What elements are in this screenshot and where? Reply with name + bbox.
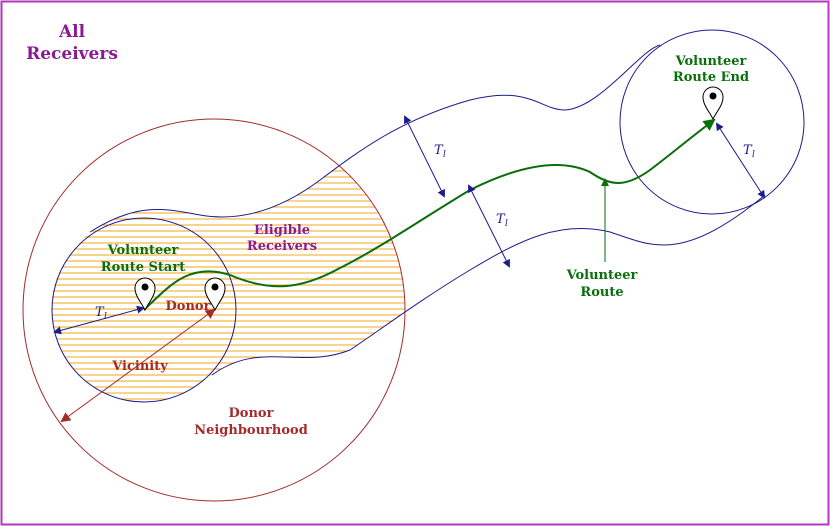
vicinity-label: Vicinity — [111, 359, 168, 374]
tolerance-arrow-upper — [404, 115, 445, 198]
map-pin-icon — [702, 86, 724, 121]
svg-text:T: T — [434, 143, 444, 158]
route-start-label-line2: Route Start — [101, 260, 185, 275]
tolerance-label-lower: T l — [496, 212, 508, 229]
svg-text:l: l — [752, 150, 755, 160]
svg-text:l: l — [505, 219, 508, 229]
route-buffer-upper — [89, 44, 661, 233]
route-start-label-line1: Volunteer — [107, 243, 179, 258]
tolerance-label-start: T l — [95, 305, 107, 322]
tolerance-arrow-lower — [468, 184, 510, 268]
donor-label: Donor — [166, 299, 211, 314]
donor-radius-arrow — [60, 308, 216, 423]
donor-neighbourhood-label-line1: Donor — [229, 406, 274, 421]
donor-neighbourhood-label-line2: Neighbourhood — [194, 423, 308, 438]
map-pin-icon — [134, 277, 156, 312]
route-buffer-lower — [211, 194, 766, 376]
eligible-receivers-label-line2: Receivers — [247, 239, 317, 254]
svg-text:l: l — [443, 150, 446, 160]
svg-text:T: T — [95, 305, 105, 320]
tolerance-label-upper: T l — [434, 143, 446, 160]
tolerance-label-end: T l — [743, 143, 755, 160]
route-end-label-line2: Route End — [673, 70, 749, 85]
tolerance-arrow-end — [715, 122, 766, 199]
volunteer-route-label-line1: Volunteer — [566, 268, 638, 283]
volunteer-route-label-line2: Route — [580, 285, 623, 300]
volunteer-route-path — [143, 118, 716, 311]
map-pin-icon — [204, 277, 226, 312]
donor-neighbourhood-circle — [22, 118, 406, 502]
route-end-label-line1: Volunteer — [675, 54, 747, 69]
svg-text:l: l — [104, 312, 107, 322]
route-end-circle — [619, 29, 805, 215]
all-receivers-label-line1: All — [58, 22, 86, 42]
svg-text:T: T — [743, 143, 753, 158]
svg-text:T: T — [496, 212, 506, 227]
eligible-receivers-label-line1: Eligible — [254, 223, 310, 238]
all-receivers-label-line2: Receivers — [26, 44, 118, 64]
